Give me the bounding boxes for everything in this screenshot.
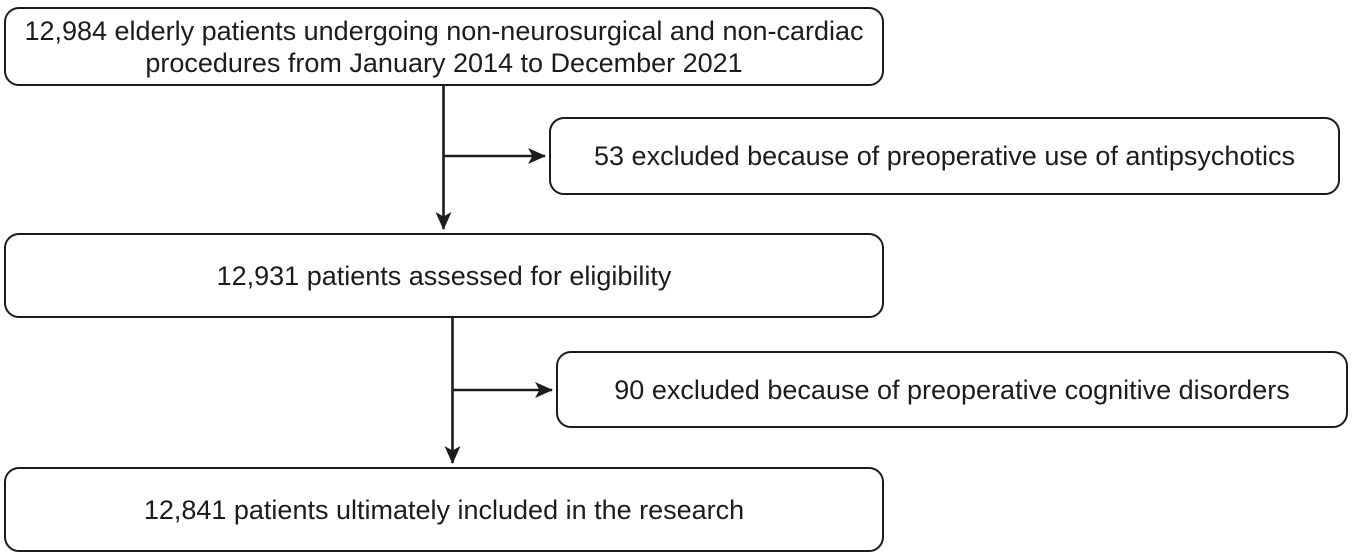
box-final-included-text: 12,841 patients ultimately included in t… bbox=[143, 494, 745, 525]
box-assessed-eligibility: 12,931 patients assessed for eligibility bbox=[4, 233, 884, 318]
box-initial-cohort: 12,984 elderly patients undergoing non-n… bbox=[4, 7, 884, 86]
box-final-included: 12,841 patients ultimately included in t… bbox=[4, 467, 884, 552]
box-assessed-eligibility-text: 12,931 patients assessed for eligibility bbox=[216, 260, 672, 291]
box-excluded-cognitive-disorders: 90 excluded because of preoperative cogn… bbox=[556, 351, 1348, 428]
box-excluded-cognitive-disorders-text: 90 excluded because of preoperative cogn… bbox=[614, 374, 1290, 405]
box-initial-cohort-text: 12,984 elderly patients undergoing non-n… bbox=[24, 15, 864, 78]
box-excluded-antipsychotics-text: 53 excluded because of preoperative use … bbox=[594, 141, 1295, 171]
box-excluded-antipsychotics: 53 excluded because of preoperative use … bbox=[549, 117, 1340, 195]
